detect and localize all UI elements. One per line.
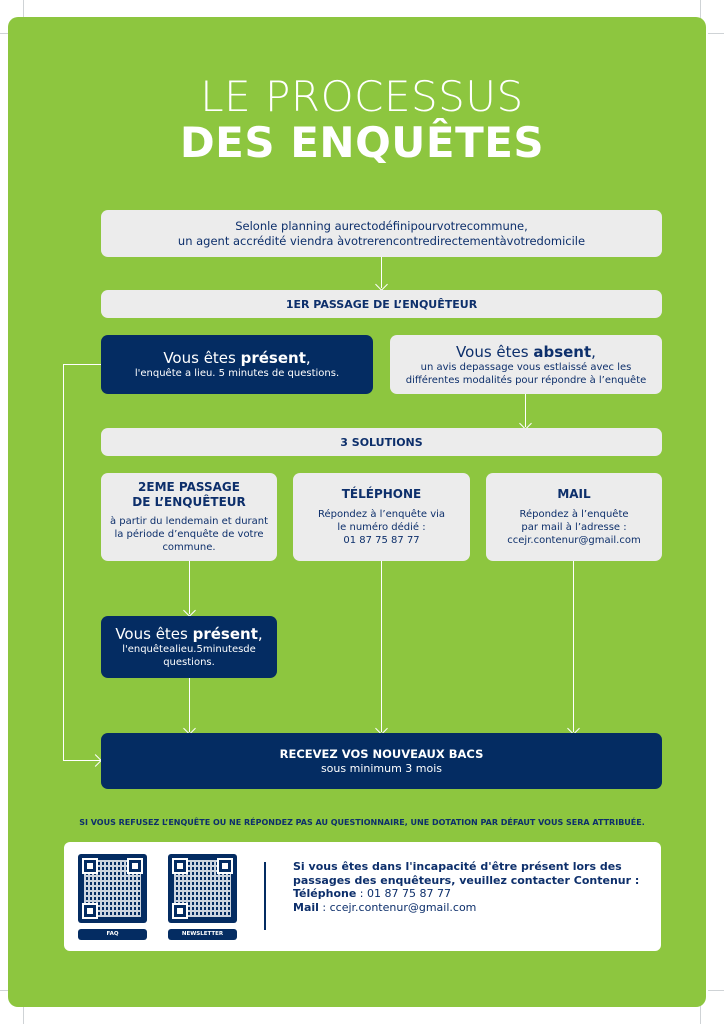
connector-line	[189, 561, 190, 614]
qr-finder	[217, 858, 233, 874]
contact-line-1: Si vous êtes dans l'incapacité d'être pr…	[293, 860, 622, 873]
qr-finder	[127, 858, 143, 874]
solution-text: Répondez à l’enquête via	[317, 509, 446, 520]
connector-line	[381, 561, 382, 732]
solution-card-telephone: TÉLÉPHONE Répondez à l’enquête via le nu…	[293, 473, 470, 561]
first-visit-header: 1ER PASSAGE DE L’ENQUÊTEUR	[101, 290, 662, 318]
solution-text: Répondez à l’enquête	[519, 509, 629, 520]
crop-mark	[700, 0, 701, 28]
solution-phone: 01 87 75 87 77	[343, 535, 420, 546]
connector-line	[381, 257, 382, 288]
contact-mail: Mail : ccejr.contenur@gmail.com	[293, 900, 477, 914]
refusal-note: SI VOUS REFUSEZ L’ENQUÊTE OU NE RÉPONDEZ…	[79, 818, 645, 827]
solution-text: la période d’enquête de votre	[114, 529, 264, 540]
solution-title: 2EME PASSAGE	[138, 480, 240, 494]
absent-detail-1: un avis depassage vous estlaissé avec le…	[420, 361, 632, 373]
connector-line	[189, 678, 190, 732]
connector-line	[63, 364, 101, 365]
crop-mark	[708, 33, 724, 34]
crop-mark	[23, 0, 24, 28]
qr-finder	[172, 858, 188, 874]
contact-line-2: passages des enquêteurs, veuillez contac…	[293, 873, 640, 887]
solution-card-second-visit: 2EME PASSAGE DE L’ENQUÊTEUR à partir du …	[101, 473, 277, 561]
faq-qr-code[interactable]	[78, 854, 147, 923]
result-subtitle: sous minimum 3 mois	[320, 761, 443, 775]
solutions-header: 3 SOLUTIONS	[101, 428, 662, 456]
intro-line-2: un agent accrédité viendra àvotrerencont…	[177, 233, 586, 248]
intro-line-1: Selonle planning aurectodéfinipourvotrec…	[235, 218, 528, 233]
crop-mark	[708, 990, 724, 991]
present-box: Vous êtes présent, l'enquête a lieu. 5 m…	[101, 335, 373, 394]
qr-finder	[172, 903, 188, 919]
faq-label[interactable]: FAQ	[78, 929, 147, 940]
qr-finder	[82, 858, 98, 874]
intro-box: Selonle planning aurectodéfinipourvotrec…	[101, 210, 662, 257]
solution-title: DE L’ENQUÊTEUR	[132, 495, 246, 509]
crop-mark	[700, 996, 701, 1024]
newsletter-qr-code[interactable]	[168, 854, 237, 923]
result-title: RECEVEZ VOS NOUVEAUX BACS	[279, 746, 484, 761]
result-box: RECEVEZ VOS NOUVEAUX BACS sous minimum 3…	[101, 733, 662, 789]
solution-title: TÉLÉPHONE	[341, 487, 422, 501]
footer-divider	[264, 862, 266, 930]
title-line-2: DES ENQUÊTES	[179, 118, 545, 167]
footer-panel	[64, 842, 661, 951]
absent-box: Vous êtes absent, un avis depassage vous…	[390, 335, 662, 394]
footer-contact: Si vous êtes dans l'incapacité d'être pr…	[293, 860, 639, 914]
absent-detail-2: différentes modalités pour répondre à l’…	[405, 374, 647, 386]
solution-card-mail: MAIL Répondez à l’enquête par mail à l’a…	[486, 473, 662, 561]
present2-detail-1: l'enquêtealieu.5minutesde	[122, 644, 256, 655]
present-detail: l'enquête a lieu. 5 minutes de questions…	[134, 368, 340, 379]
present2-heading: Vous êtes présent,	[115, 625, 263, 643]
present-box-2: Vous êtes présent, l'enquêtealieu.5minut…	[101, 616, 277, 678]
contact-phone: Téléphone : 01 87 75 87 77	[293, 887, 451, 900]
newsletter-label[interactable]: NEWSLETTER	[168, 929, 237, 940]
present2-detail-2: questions.	[163, 657, 215, 668]
connector-line	[525, 394, 526, 427]
qr-finder	[82, 903, 98, 919]
connector-line	[63, 760, 100, 761]
connector-line	[573, 561, 574, 732]
absent-heading: Vous êtes absent,	[456, 342, 596, 361]
solution-text: par mail à l’adresse :	[521, 522, 627, 533]
solution-text: le numéro dédié :	[337, 522, 426, 533]
crop-mark	[23, 996, 24, 1024]
solution-email: ccejr.contenur@gmail.com	[507, 535, 641, 546]
solution-title: MAIL	[557, 487, 591, 501]
title-line-1: LE PROCESSUS	[200, 72, 524, 121]
connector-line	[63, 364, 64, 761]
solution-text: à partir du lendemain et durant	[109, 516, 269, 527]
present-heading: Vous êtes présent,	[163, 349, 311, 367]
solution-text: commune.	[162, 542, 216, 553]
